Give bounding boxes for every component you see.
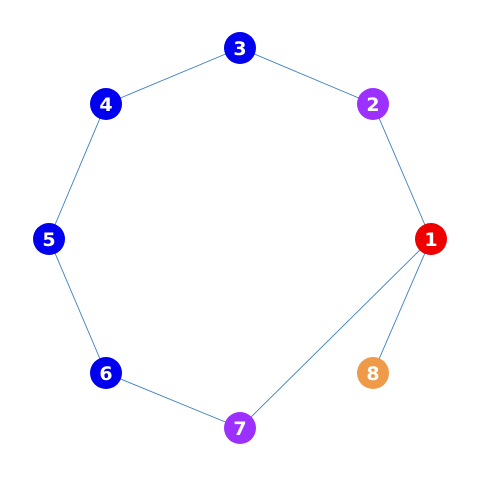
node-circle-6 [90,357,122,389]
edge-7-1 [239,238,432,429]
node-circle-5 [33,223,65,255]
edge-4-5 [48,103,107,240]
node-label-1: 1 [424,229,437,251]
edge-1-2 [372,103,432,240]
node-circle-7 [224,412,256,444]
node-label-6: 6 [99,363,112,385]
node-8: 8 [357,357,389,389]
nodes-layer: 1 2 3 4 5 6 7 8 [33,32,447,444]
node-label-7: 7 [233,418,246,440]
node-label-2: 2 [366,94,379,116]
edges-layer [48,47,432,429]
node-label-5: 5 [42,229,55,251]
node-circle-4 [90,88,122,120]
node-6: 6 [90,357,122,389]
node-circle-8 [357,357,389,389]
node-5: 5 [33,223,65,255]
node-2: 2 [357,88,389,120]
node-3: 3 [224,32,256,64]
edge-6-7 [105,372,241,429]
edge-3-4 [105,47,241,105]
node-circle-1 [415,223,447,255]
node-4: 4 [90,88,122,120]
edge-2-3 [239,47,374,105]
node-label-3: 3 [233,38,246,60]
node-7: 7 [224,412,256,444]
node-label-8: 8 [366,363,379,385]
node-label-4: 4 [99,94,112,116]
node-circle-2 [357,88,389,120]
edge-1-8 [372,238,432,374]
node-1: 1 [415,223,447,255]
edge-5-6 [48,238,107,374]
node-circle-3 [224,32,256,64]
